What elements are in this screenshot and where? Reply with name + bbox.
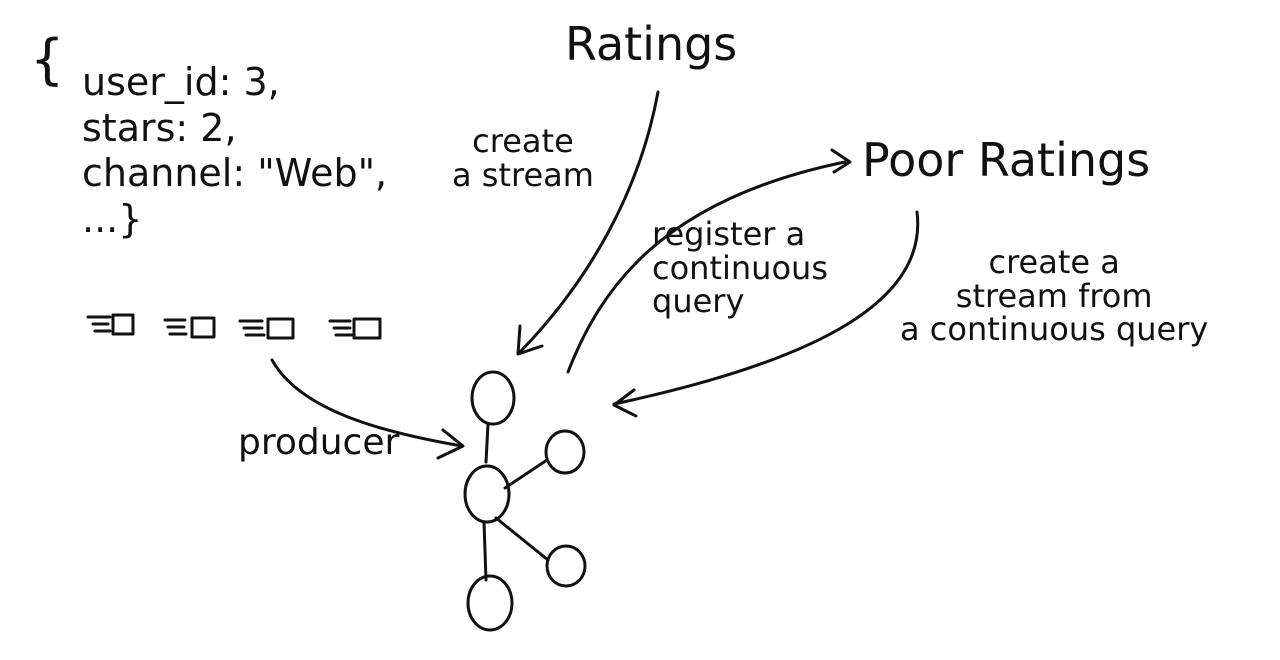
producer-label: producer	[238, 422, 400, 463]
ratings-arrow	[516, 90, 660, 356]
record-line-stars: stars: 2,	[82, 105, 237, 150]
message-icon	[163, 316, 216, 339]
record-line-ellipsis: ...}	[82, 196, 143, 241]
producer-arrow	[270, 358, 465, 460]
message-icon	[238, 317, 295, 340]
cluster-icon	[463, 370, 587, 632]
create-stream-note: create a stream	[452, 122, 594, 194]
poor-ratings-return-arrow	[612, 210, 920, 418]
message-icon	[86, 313, 135, 336]
register-query-arrow	[566, 148, 852, 374]
record-json: user_id: 3, stars: 2, channel: "Web", ..…	[82, 60, 387, 242]
record-line-channel: channel: "Web",	[82, 151, 388, 196]
message-icon	[328, 317, 382, 340]
open-brace: {	[30, 28, 65, 91]
create-stream-from-query-note: create a stream from a continuous query	[900, 243, 1209, 349]
record-line-user-id: user_id: 3,	[82, 60, 280, 104]
ratings-title: Ratings	[565, 17, 738, 71]
register-query-note: register a continuous query	[652, 215, 828, 321]
poor-ratings-title: Poor Ratings	[862, 133, 1151, 187]
